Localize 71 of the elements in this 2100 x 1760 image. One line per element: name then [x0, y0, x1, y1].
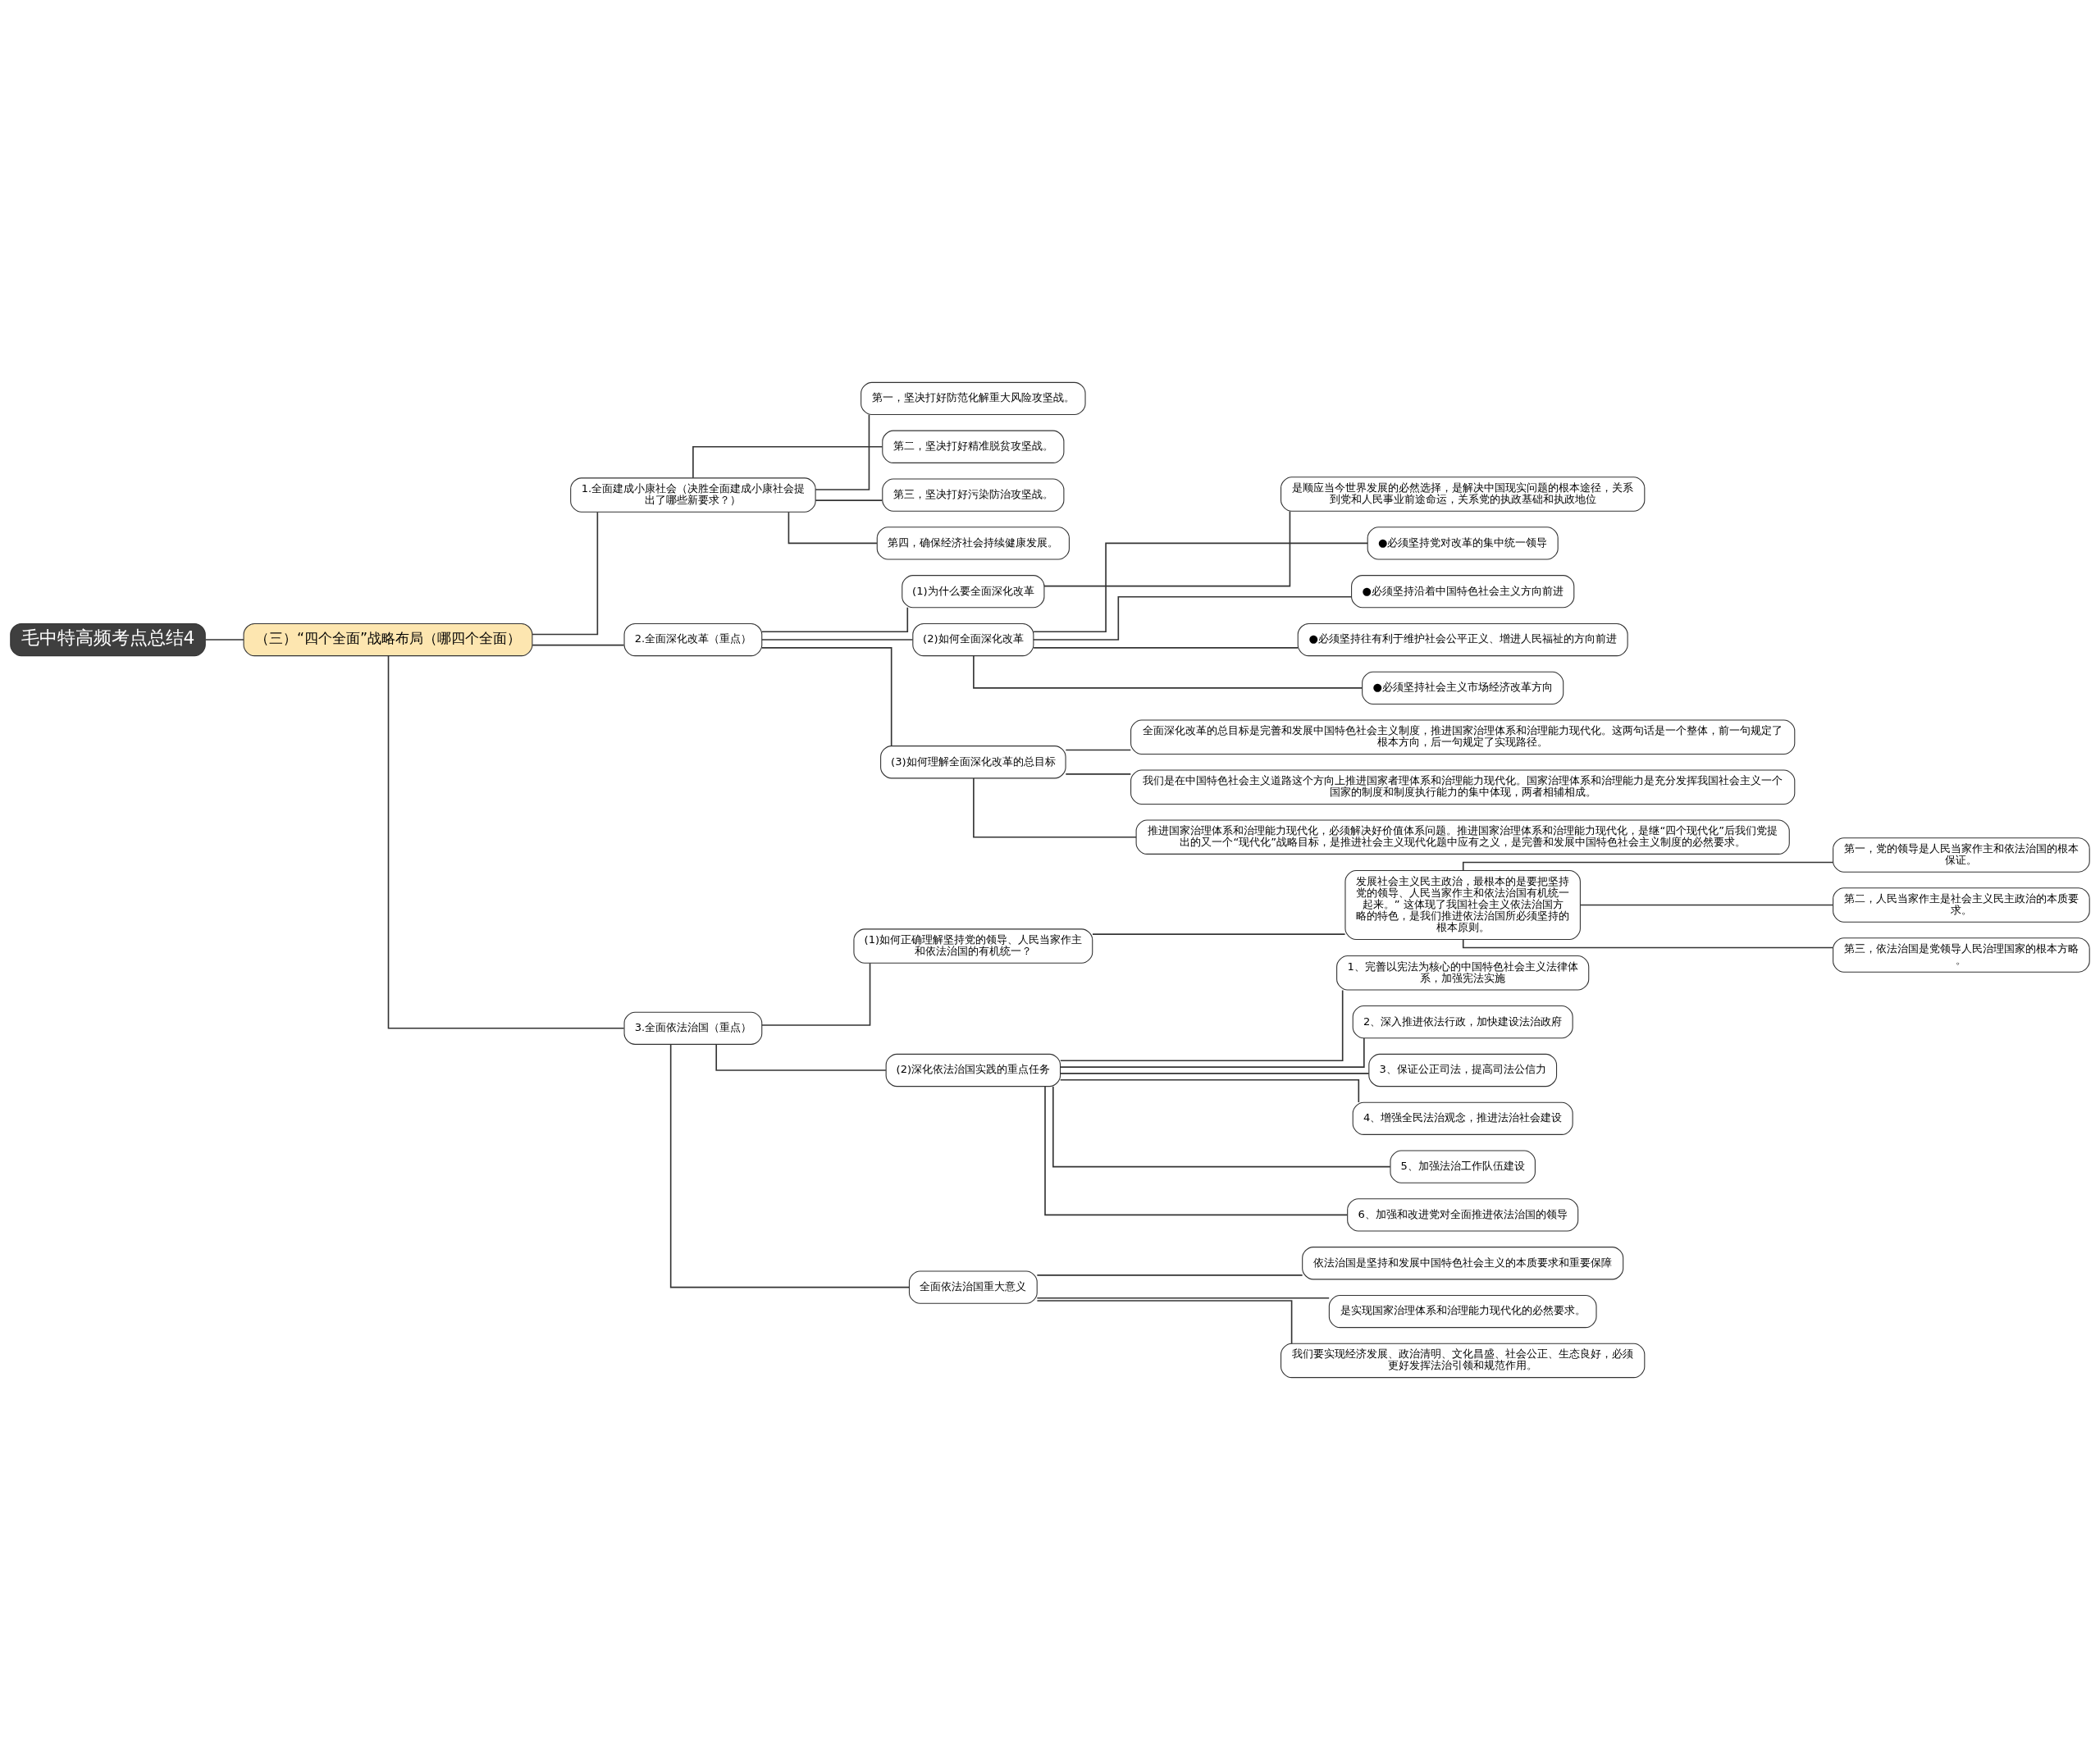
connector: [532, 644, 625, 646]
node-box: 第一，坚决打好防范化解重大风险攻坚战。: [861, 381, 1086, 416]
connector: [204, 639, 244, 641]
connector: [1033, 647, 1299, 649]
connector: [387, 654, 625, 1029]
connector: [1462, 938, 1834, 949]
node-box: 毛中特高频考点总结4: [10, 622, 206, 657]
node-box: 是实现国家治理体系和治理能力现代化的必然要求。: [1328, 1294, 1597, 1329]
connector: [1059, 1073, 1370, 1074]
node-box: 依法治国是坚持和发展中国特色社会主义的本质要求和重要保障: [1302, 1247, 1624, 1280]
connector: [692, 445, 883, 479]
node-box: 发展社会主义民主政治，最根本的是要把坚持党的领导、人民当家作主和依法治国有机统一起来。” 这体现了我国社会主义依法治国方略的特色，是我们推进依法治国所必须坚持的根本原则。: [1344, 870, 1581, 940]
connector: [761, 639, 914, 641]
node-box: ●必须坚持往有利于维护社会公平正义、增进人民福祉的方向前进: [1297, 622, 1628, 657]
connector: [1059, 1078, 1360, 1103]
node-box: (1)为什么要全面深化改革: [902, 575, 1045, 609]
connector: [669, 1043, 910, 1288]
node-box: 第二，坚决打好精准脱贫攻坚战。: [882, 430, 1065, 463]
node-box: ●必须坚持沿着中国特色社会主义方向前进: [1351, 575, 1575, 609]
node-box: 全面深化改革的总目标是完善和发展中国特色社会主义制度，推进国家治理体系和治理能力现代化。这两句话是一个整体，前一句规定了根本方向，后一句规定了实现路径。: [1130, 719, 1796, 755]
connector: [1092, 933, 1346, 935]
connector: [1033, 595, 1353, 641]
node-box: (3)如何理解全面深化改革的总目标: [880, 745, 1066, 779]
node-box: ●必须坚持社会主义市场经济改革方向: [1362, 671, 1564, 704]
node-box: 1、完善以宪法为核心的中国特色社会主义法律体系，加强宪法实施: [1336, 955, 1590, 991]
connector: [1462, 861, 1834, 872]
node-box: (1)如何正确理解坚持党的领导、人民当家作主和依法治国的有机统一？: [853, 928, 1093, 964]
connector: [761, 962, 871, 1026]
connector: [1052, 1086, 1391, 1168]
connector: [815, 499, 883, 501]
connector: [1044, 1086, 1349, 1216]
connector: [1059, 989, 1344, 1062]
connector: [788, 511, 878, 545]
node-box: 3.全面依法治国（重点）: [623, 1011, 763, 1045]
node-box: (2)深化依法治国实践的重点任务: [885, 1053, 1061, 1087]
connector: [1036, 1297, 1330, 1299]
connector: [1579, 904, 1834, 906]
node-box: 4、增强全民法治观念，推进法治社会建设: [1352, 1101, 1573, 1135]
node-box: 3、保证公正司法，提高司法公信力: [1368, 1053, 1558, 1087]
node-box: 第二，人民当家作主是社会主义民主政治的本质要求。: [1833, 887, 2090, 923]
connector: [761, 607, 909, 633]
connector: [1036, 1274, 1303, 1276]
node-box: ●必须坚持党对改革的集中统一领导: [1367, 527, 1559, 560]
node-box: 是顺应当今世界发展的必然选择，是解决中国现实问题的根本途径，关系到党和人民事业前途命运，关系党的执政基础和执政地位: [1281, 476, 1646, 512]
connector: [973, 655, 1363, 689]
connector: [1065, 749, 1132, 751]
node-box: 2.全面深化改革（重点）: [623, 622, 763, 657]
node-box: 我们是在中国特色社会主义道路这个方向上推进国家者理体系和治理能力现代化。国家治理体系和治理能力是充分发挥我国社会主义一个国家的制度和制度执行能力的集中体现，两者相辅相成。: [1130, 769, 1796, 805]
node-box: (2)如何全面深化改革: [912, 622, 1034, 657]
connector: [1033, 542, 1368, 633]
node-box: 推进国家治理体系和治理能力现代化，必须解决好价值体系问题。推进国家治理体系和治理能力现代化，是继“四个现代化”后我们党提出的又一个“现代化”战略目标，是推进社会主义现代化题中应有之义，是完善和发展中国特色社会主义制度的必然要求。: [1135, 819, 1790, 855]
connector: [532, 511, 599, 636]
connector: [815, 414, 870, 490]
node-box: 1.全面建成小康社会（决胜全面建成小康社会提出了哪些新要求？）: [570, 477, 816, 513]
node-box: 6、加强和改进党对全面推进依法治国的领导: [1347, 1198, 1579, 1232]
connector: [1065, 773, 1132, 775]
node-box: 我们要实现经济发展、政治清明、文化昌盛、社会公正、生态良好，必须更好发挥法治引领和规范作用。: [1281, 1343, 1646, 1379]
node-box: 第三，坚决打好污染防治攻坚战。: [882, 478, 1065, 512]
node-box: 第一，党的领导是人民当家作主和依法治国的根本保证。: [1833, 837, 2090, 873]
node-box: 2、深入推进依法行政，加快建设法治政府: [1352, 1005, 1573, 1039]
node-box: （三）“四个全面”战略布局（哪四个全面）: [243, 622, 533, 657]
node-box: 全面依法治国重大意义: [908, 1270, 1038, 1304]
connector: [715, 1043, 887, 1071]
node-box: 第三，依法治国是党领导人民治理国家的根本方略。: [1833, 937, 2090, 973]
connector: [760, 647, 892, 747]
node-box: 第四，确保经济社会持续健康发展。: [876, 527, 1070, 560]
connector: [973, 777, 1137, 838]
node-box: 5、加强法治工作队伍建设: [1390, 1150, 1536, 1183]
connector: [1043, 510, 1291, 587]
connector: [1059, 1037, 1365, 1068]
connector: [1036, 1300, 1293, 1345]
